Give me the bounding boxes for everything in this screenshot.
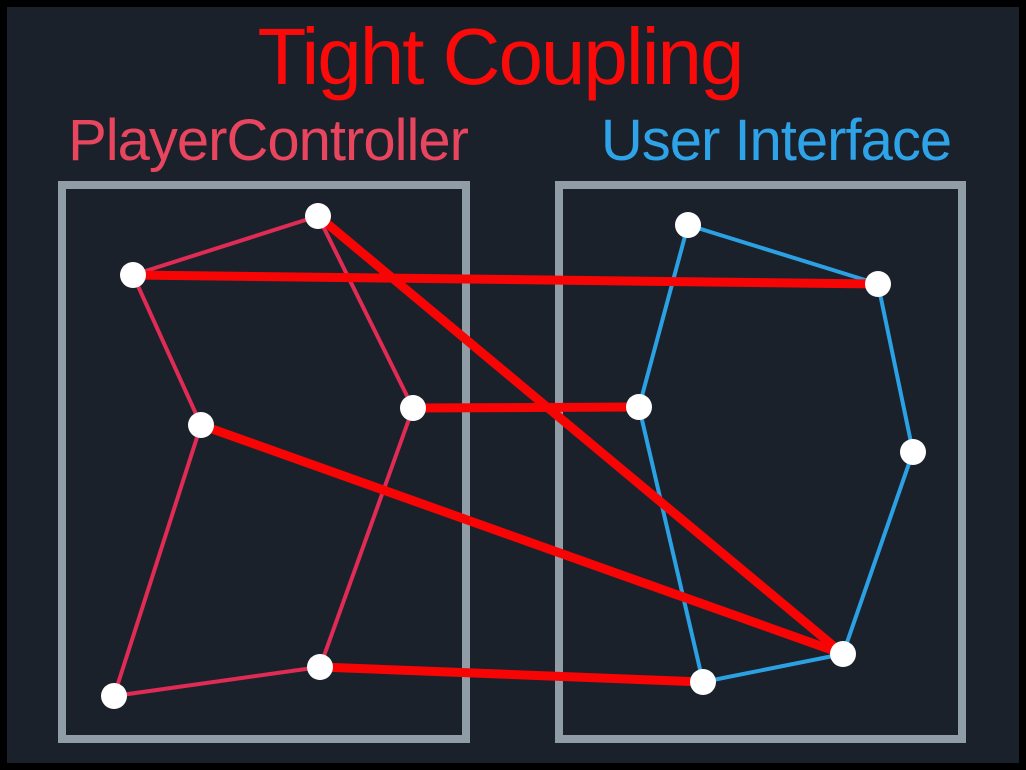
user-interface-box xyxy=(555,181,966,743)
graph-node xyxy=(120,262,146,288)
graph-node xyxy=(830,641,856,667)
graph-node xyxy=(400,395,426,421)
coupling-edge xyxy=(128,270,883,289)
playercontroller-edge xyxy=(131,273,203,427)
user-interface-edge xyxy=(701,652,845,684)
coupling-graph xyxy=(58,181,966,743)
playercontroller-edge xyxy=(316,214,415,410)
user-interface-edge xyxy=(637,405,705,684)
playercontroller-edge xyxy=(318,406,415,669)
graph-node xyxy=(865,271,891,297)
playercontroller-label: PlayerController xyxy=(68,108,469,173)
user-interface-edge xyxy=(876,282,915,454)
diagram-title: Tight Coupling xyxy=(257,12,745,101)
user-interface-edge xyxy=(686,223,880,286)
graph-node xyxy=(900,439,926,465)
graph-node xyxy=(675,212,701,238)
playercontroller-edge xyxy=(112,665,322,698)
playercontroller-edge xyxy=(112,423,203,698)
playercontroller-box xyxy=(58,181,470,743)
coupling-edge xyxy=(196,420,848,659)
playercontroller-edge xyxy=(131,214,320,277)
user-interface-edge xyxy=(841,450,915,656)
graph-node xyxy=(626,394,652,420)
graph-node xyxy=(307,654,333,680)
graph-node xyxy=(188,412,214,438)
coupling-edge xyxy=(408,402,644,413)
graph-node xyxy=(305,203,331,229)
coupling-edge xyxy=(313,211,848,659)
graph-node xyxy=(101,683,127,709)
user-interface-label: User Interface xyxy=(600,108,952,173)
coupling-edge xyxy=(315,662,708,687)
user-interface-edge xyxy=(637,223,690,409)
graph-node xyxy=(690,669,716,695)
